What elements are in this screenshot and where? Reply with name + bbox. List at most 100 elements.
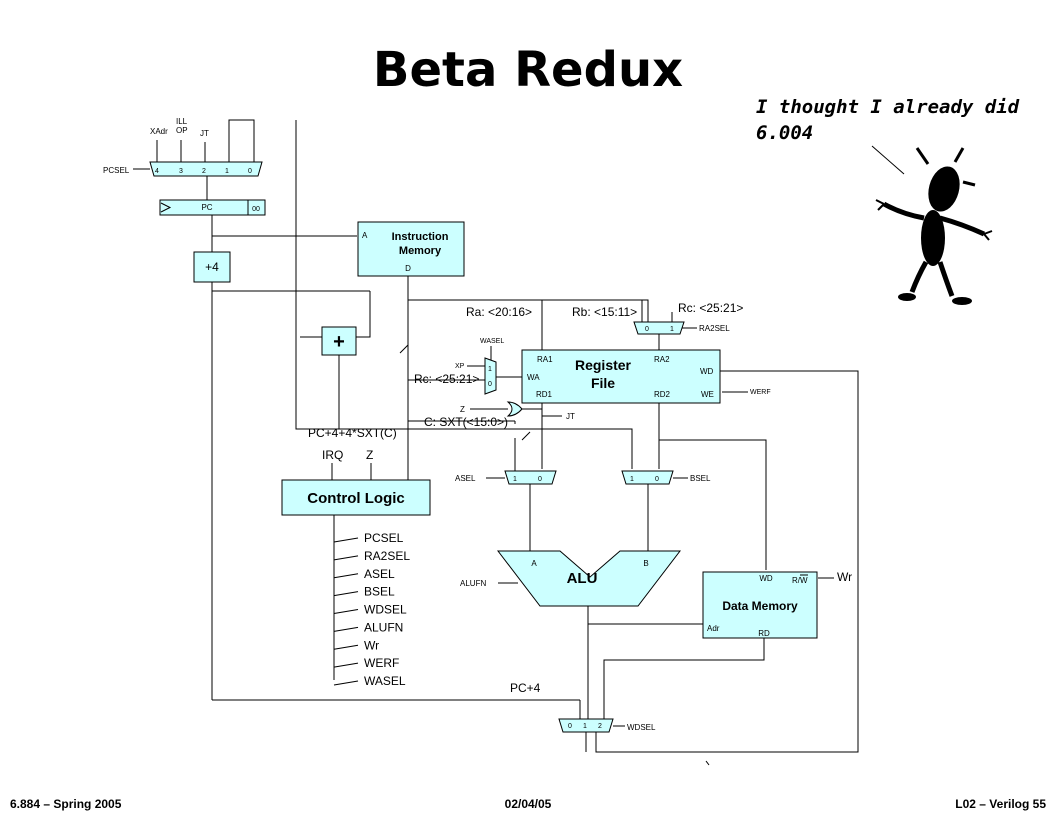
instruction-memory: Instruction Memory A D (357, 221, 465, 277)
register-file-wa: WA (527, 373, 540, 382)
pcsel-mux-input-1: 1 (225, 168, 229, 175)
plus4-label: +4 (205, 260, 219, 274)
slide-title: Beta Redux (373, 42, 683, 98)
wasel-mux-label: WASEL (480, 338, 504, 345)
register-file-rd1: RD1 (536, 390, 553, 399)
control-output-line (333, 644, 359, 650)
register-file-we: WE (701, 390, 714, 399)
pcsel-mux: 4 3 2 1 0 PCSEL XAdr ILL OP JT (103, 117, 263, 177)
wasel-mux-in0: 0 (488, 381, 492, 388)
pcsel-mux-input-4: 4 (155, 168, 159, 175)
control-output-asel: ASEL (364, 567, 395, 581)
ra-field-label: Ra: <20:16> (466, 305, 532, 319)
pcsel-mux-input-0: 0 (248, 168, 252, 175)
control-logic: Control Logic IRQ Z (281, 448, 431, 516)
control-output-pcsel: PCSEL (364, 531, 404, 545)
alu-port-b: B (643, 559, 648, 568)
rb-field-label: Rb: <15:11> (572, 305, 637, 319)
stick-figure-illustration (871, 145, 993, 305)
asel-mux-in1: 1 (513, 476, 517, 483)
data-memory-wr: Wr (837, 570, 852, 584)
zero-detect-z: Z (460, 405, 465, 414)
pcsel-mux-input-3: 3 (179, 168, 183, 175)
control-output-bsel: BSEL (364, 585, 395, 599)
control-z-label: Z (366, 448, 373, 462)
branch-target-label: PC+4+4*SXT(C) (308, 426, 397, 440)
register-file-wd: WD (700, 367, 714, 376)
quote-line-1: I thought I already did (756, 96, 1020, 118)
zero-detect-jt: JT (566, 412, 575, 421)
sxt-field-label: C: SXT(<15:0>) (424, 415, 508, 429)
control-output-line (333, 609, 359, 614)
wdsel-mux-in0: 0 (568, 723, 572, 730)
control-output-werf: WERF (364, 656, 399, 670)
control-logic-title: Control Logic (307, 490, 405, 507)
register-file-title-2: File (591, 375, 615, 391)
control-output-line (333, 662, 359, 668)
wdsel-mux-in1: 1 (583, 723, 587, 730)
data-memory-wd: WD (759, 574, 773, 583)
wasel-mux: 1 0 WASEL XP (455, 338, 504, 395)
pcsel-mux-input-2: 2 (202, 168, 206, 175)
wdsel-mux-in2: 2 (598, 723, 602, 730)
pcsel-xadr-label: XAdr (150, 127, 168, 136)
data-memory-adr: Adr (707, 624, 720, 633)
data-memory: Data Memory WD R/W Wr Adr RD (702, 570, 852, 639)
control-output-line (333, 591, 359, 597)
pc-register-label: PC (201, 203, 212, 212)
pc-register: PC 00 (159, 199, 266, 216)
register-file: Register File RA1 RA2 WA WD RD1 RD2 WE W… (521, 349, 771, 404)
control-output-ra2sel: RA2SEL (364, 549, 410, 563)
wdsel-pc4-label: PC+4 (510, 681, 541, 695)
instruction-memory-title-2: Memory (399, 245, 442, 257)
pcsel-ill-label: ILL (176, 117, 188, 126)
register-file-ra1: RA1 (537, 355, 553, 364)
ra2sel-mux: 0 1 RA2SEL (633, 321, 730, 335)
control-output-wdsel: WDSEL (364, 603, 407, 617)
control-output-line (333, 680, 359, 686)
footer-center: 02/04/05 (505, 797, 552, 811)
control-output-line (333, 537, 359, 543)
wdsel-mux-label: WDSEL (627, 723, 656, 732)
quote-line-2: 6.004 (756, 122, 813, 144)
branch-adder: + (321, 326, 357, 356)
asel-mux-label: ASEL (455, 474, 476, 483)
asel-mux: 1 0 ASEL (455, 470, 557, 485)
data-memory-rd: RD (758, 629, 770, 638)
ra2sel-mux-in0: 0 (645, 326, 649, 333)
data-memory-rw: R/W (792, 576, 808, 585)
alu-title: ALU (567, 570, 598, 587)
register-file-rd2: RD2 (654, 390, 671, 399)
register-file-werf: WERF (750, 389, 771, 396)
control-output-line (333, 573, 359, 579)
wasel-xp-label: XP (455, 363, 465, 370)
control-output-alufn: ALUFN (364, 620, 403, 634)
instruction-memory-title-1: Instruction (392, 231, 449, 243)
register-file-title-1: Register (575, 357, 632, 373)
branch-adder-label: + (333, 331, 345, 353)
footer-left: 6.884 – Spring 2005 (10, 797, 122, 811)
bsel-mux-in0: 0 (655, 476, 659, 483)
asel-mux-in0: 0 (538, 476, 542, 483)
data-memory-title: Data Memory (722, 599, 798, 613)
control-output-wr: Wr (364, 638, 379, 652)
pcsel-op-label: OP (176, 126, 188, 135)
bsel-mux: 1 0 BSEL (621, 470, 711, 485)
plus4-incrementer: +4 (193, 251, 231, 283)
alu-port-a: A (531, 559, 537, 568)
bsel-mux-label: BSEL (690, 474, 711, 483)
instruction-memory-port-d: D (405, 264, 411, 273)
alu: ALU A B ALUFN (460, 550, 682, 607)
pc-low-bits-label: 00 (252, 206, 260, 213)
footer-right: L02 – Verilog 55 (955, 797, 1046, 811)
rc-field-label-top: Rc: <25:21> (678, 301, 743, 315)
control-output-line (333, 555, 359, 561)
pcsel-jt-label: JT (200, 129, 209, 138)
alu-fn-label: ALUFN (460, 579, 486, 588)
pcsel-mux-label: PCSEL (103, 166, 130, 175)
ra2sel-mux-label: RA2SEL (699, 324, 730, 333)
zero-detect: Z JT (460, 401, 575, 421)
register-file-ra2: RA2 (654, 355, 670, 364)
control-output-wasel: WASEL (364, 674, 406, 688)
